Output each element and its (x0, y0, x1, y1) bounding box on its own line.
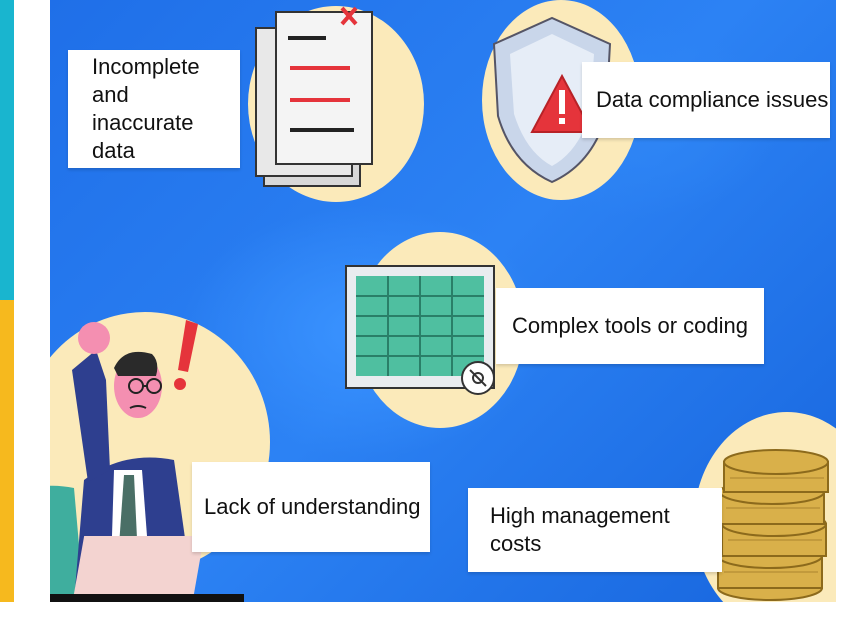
shield-warning-icon (492, 16, 612, 184)
confused-man-illustration (50, 320, 244, 602)
warning-triangle-icon (530, 73, 594, 133)
spreadsheet-gear-icon (345, 265, 495, 395)
incomplete-data-card: Incomplete and inaccurate data (68, 50, 240, 168)
gear-icon (461, 361, 495, 395)
left-edge-strip-cyan (0, 0, 14, 300)
incomplete-data-line2: inaccurate data (92, 110, 194, 163)
x-mark-icon (340, 6, 358, 26)
understanding-label: Lack of understanding (204, 494, 421, 519)
costs-label: High management costs (490, 503, 670, 556)
bottom-white-band (0, 602, 864, 637)
left-edge-strip-yellow (0, 300, 14, 637)
coin-stacks-icon (717, 449, 829, 601)
complex-tools-label: Complex tools or coding (512, 313, 749, 338)
infographic-canvas: Incomplete and inaccurate data Data comp… (50, 0, 836, 602)
complex-tools-card: Complex tools or coding (496, 288, 764, 364)
incomplete-data-line1: Incomplete and (92, 54, 200, 107)
costs-card: High management costs (468, 488, 722, 572)
document-with-x-icon (255, 6, 373, 187)
exclamation-icon (174, 320, 198, 390)
compliance-label: Data compliance issues (596, 87, 829, 112)
compliance-card: Data compliance issues (582, 62, 830, 138)
understanding-card: Lack of understanding (192, 462, 430, 552)
